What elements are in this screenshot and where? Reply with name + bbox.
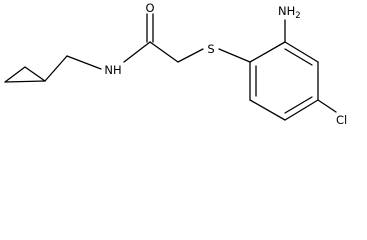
bond-ring-inner-c2-c3 bbox=[284, 48, 313, 66]
amino-label: NH2 bbox=[278, 4, 301, 21]
nh-label: NH bbox=[104, 63, 121, 77]
bond-cp-left-right bbox=[4, 80, 46, 83]
bond-ring-inner-c4-c5 bbox=[284, 96, 313, 114]
oxygen-label: O bbox=[145, 1, 154, 15]
bond-cp-left-top bbox=[4, 66, 26, 83]
bond-ch2-s bbox=[177, 48, 204, 63]
bond-cp-ch2 bbox=[44, 55, 68, 82]
amino-nh-text: NH bbox=[278, 4, 295, 18]
bond-nh-carbonyl bbox=[123, 41, 151, 63]
atom-labels: O NH S NH2 Cl bbox=[104, 1, 347, 127]
chlorine-label: Cl bbox=[336, 113, 347, 127]
bond-ring-cl bbox=[317, 99, 337, 113]
bond-carbonyl-ch2 bbox=[149, 41, 179, 63]
bonds bbox=[4, 13, 337, 121]
bond-ring-c5-c6 bbox=[249, 99, 286, 121]
bond-ring-c1-c2 bbox=[249, 41, 286, 63]
bond-ch2-nh bbox=[66, 55, 102, 70]
bond-cp-top-right bbox=[24, 66, 46, 82]
bond-ring-c4-c5 bbox=[284, 99, 319, 121]
structure-diagram: O NH S NH2 Cl bbox=[4, 1, 347, 127]
amino-subscript: 2 bbox=[295, 11, 300, 21]
bond-s-ring bbox=[218, 48, 251, 63]
sulfur-label: S bbox=[207, 42, 214, 56]
bond-ring-c2-c3 bbox=[284, 41, 319, 63]
